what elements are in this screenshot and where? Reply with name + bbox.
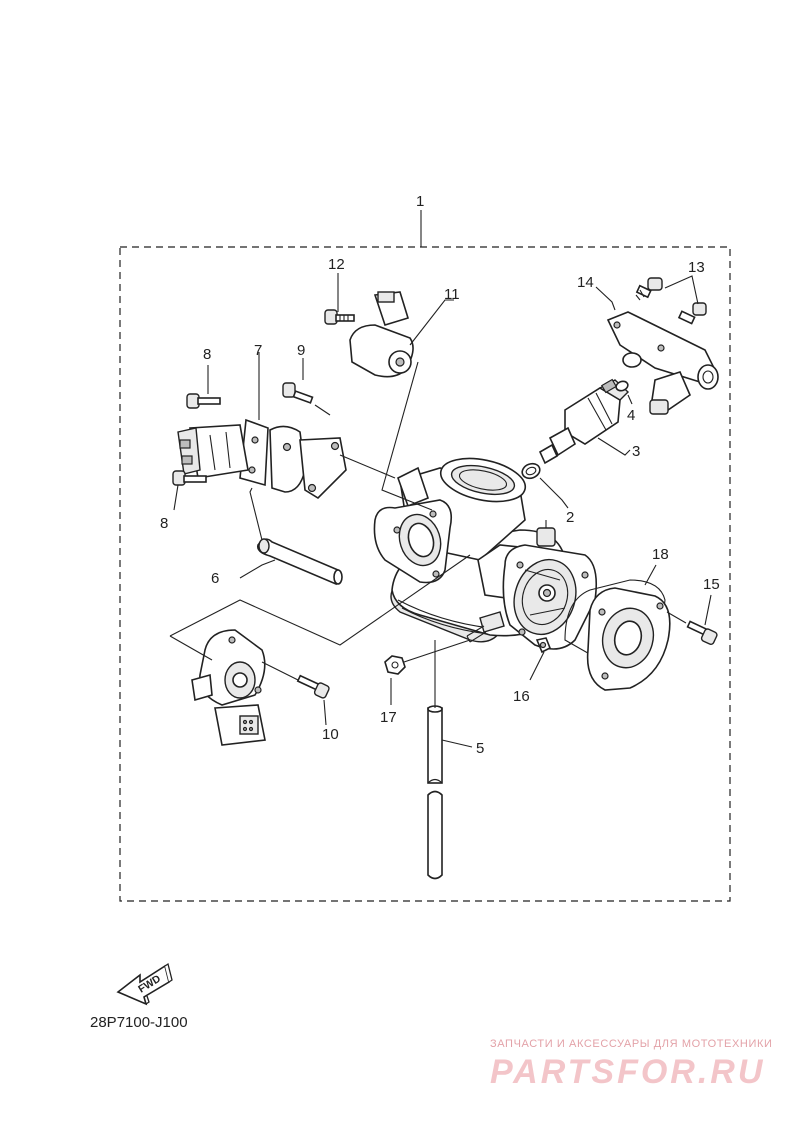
callout-3: 3	[632, 443, 640, 460]
sensor-11	[349, 291, 414, 378]
bolt-8b	[172, 470, 207, 486]
leader-5	[441, 739, 473, 748]
leader-4	[627, 394, 633, 405]
leader-plate-mount	[339, 454, 396, 479]
leader-16	[529, 651, 545, 681]
callout-2: 2	[566, 509, 574, 526]
tube-5	[427, 705, 443, 880]
callout-12: 12	[328, 256, 345, 273]
callout-9: 9	[297, 342, 305, 359]
callout-10: 10	[322, 726, 339, 743]
callout-16: 16	[513, 688, 530, 705]
hose-6	[256, 538, 343, 586]
sensor-10	[191, 629, 266, 746]
watermark-logo: PARTSFOR.RU	[490, 1053, 765, 1091]
leader-14	[595, 286, 616, 311]
leader-3	[597, 437, 631, 456]
callout-8-lower: 8	[160, 515, 168, 532]
o-ring-2	[521, 462, 541, 480]
assembly-boundary	[119, 246, 731, 902]
screw-15	[686, 620, 718, 646]
leader-18	[644, 564, 657, 586]
injector-3	[538, 378, 630, 465]
callout-1: 1	[416, 193, 424, 210]
leader-13	[664, 275, 699, 305]
fwd-arrow-icon: FWD	[116, 962, 173, 1006]
leader-15-mount	[666, 611, 687, 624]
callout-15: 15	[703, 576, 720, 593]
coupler	[177, 424, 249, 479]
screw-12	[324, 309, 355, 325]
callout-17: 17	[380, 709, 397, 726]
callout-7: 7	[254, 342, 262, 359]
leader-11-mount	[381, 361, 433, 511]
callout-18: 18	[652, 546, 669, 563]
watermark-tagline: ЗАПЧАСТИ И АКСЕССУАРЫ ДЛЯ МОТОТЕХНИКИ	[490, 1038, 772, 1050]
callout-4: 4	[627, 407, 635, 424]
callout-6: 6	[211, 570, 219, 587]
callout-11: 11	[444, 286, 460, 303]
leader-15	[704, 594, 712, 626]
cap-16	[535, 637, 552, 654]
bolt-13a	[635, 277, 663, 301]
bolt-8a	[186, 393, 221, 409]
leader-6	[239, 559, 276, 579]
fuel-rail-14	[606, 311, 719, 415]
screw-9	[282, 382, 314, 404]
leader-8b	[173, 484, 179, 511]
callout-5: 5	[476, 740, 484, 757]
leader-17-mount	[403, 639, 471, 663]
callout-14: 14	[577, 274, 594, 291]
leader-11	[409, 299, 454, 346]
throttle-body	[373, 457, 598, 650]
leader-2	[539, 477, 569, 509]
leader-10	[323, 699, 327, 726]
bolt-13b	[677, 302, 707, 325]
leader-10-mount	[261, 661, 299, 681]
screw-10	[296, 674, 330, 699]
diagram-code: 28P7100-J100	[90, 1014, 188, 1031]
leader-6-mount	[249, 487, 263, 541]
cover-18	[586, 587, 671, 691]
leader-sensor-body-b	[169, 635, 213, 661]
bracket-plate	[269, 425, 347, 500]
leader-9-mount	[314, 404, 331, 416]
callout-8-upper: 8	[203, 346, 211, 363]
leader-sensor-body	[169, 554, 471, 646]
seal-4	[615, 380, 629, 392]
callout-13: 13	[688, 259, 705, 276]
nut-17	[384, 655, 406, 675]
